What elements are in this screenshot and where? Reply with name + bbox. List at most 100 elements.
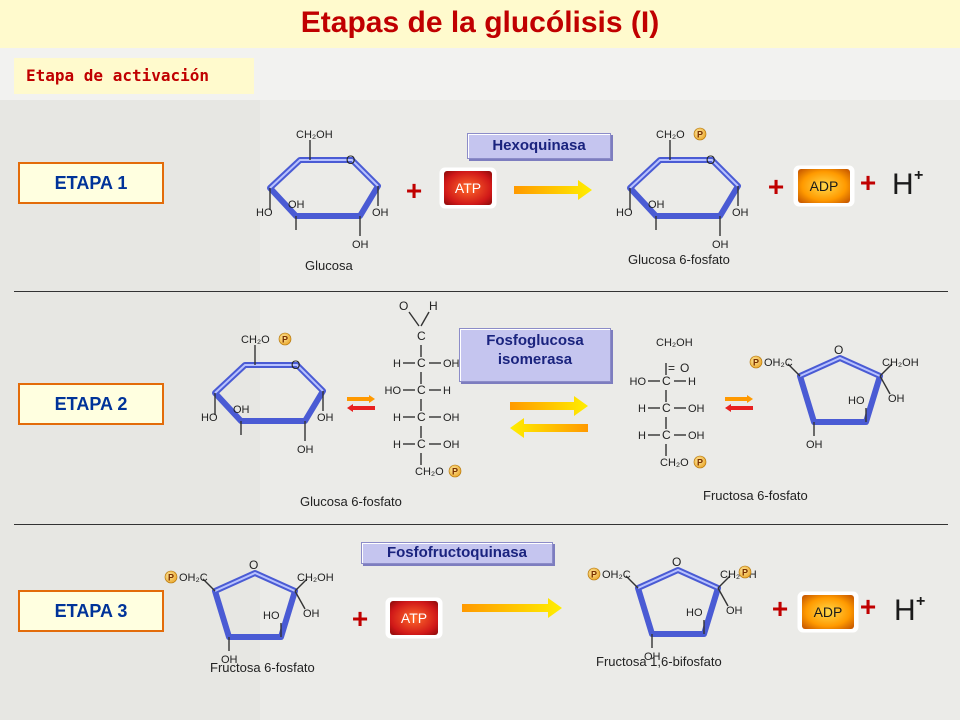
plus-atp-stage-3: + <box>352 603 368 634</box>
separator-1 <box>14 291 948 292</box>
carbon: C <box>417 329 426 343</box>
reaction-arrow-stage-3 <box>462 598 562 618</box>
glucose-6-phosphate-ring-ring-highlight <box>214 364 324 394</box>
hydroxyl-label: OH <box>233 404 250 416</box>
ring-oxygen: O <box>249 558 258 572</box>
proton-label: H <box>892 168 914 201</box>
atp-stage-3-icon <box>390 601 438 635</box>
carbon: C <box>417 356 426 370</box>
substrate-name: Fructosa 6-fosfato <box>210 660 315 675</box>
hydroxyl-label: OH <box>888 393 905 405</box>
stage-2-label: ETAPA 2 <box>18 383 164 425</box>
bond <box>787 363 801 377</box>
hydroxyl-label: OH <box>648 199 665 211</box>
bond <box>717 587 729 607</box>
adp-stage-3-label: ADP <box>814 604 843 620</box>
hydroxyl-label: OH <box>732 207 749 219</box>
substituent: HO <box>630 376 647 388</box>
bond <box>625 575 639 589</box>
page-title: Etapas de la glucólisis (I) <box>300 6 660 39</box>
aldehyde-oxygen: O <box>399 299 408 313</box>
separator-2 <box>14 524 948 525</box>
substrate-name: Glucosa <box>305 258 353 273</box>
ring-oxygen: O <box>834 343 843 357</box>
phosphate-label: P <box>282 335 288 345</box>
bond <box>202 578 216 592</box>
hydroxyl-label: HO <box>686 607 703 619</box>
page-subtitle: Etapa de activación <box>26 66 210 85</box>
substituent: H <box>638 403 646 415</box>
enzyme-name-line-2: isomerasa <box>497 351 573 368</box>
hydroxyl-label: OH <box>317 412 334 424</box>
plus-adp-stage-3: + <box>772 593 788 624</box>
hydroxyl-label: OH <box>726 605 743 617</box>
proton-charge: + <box>914 167 923 184</box>
atp-stage-1-icon <box>444 171 492 205</box>
phosphate-icon <box>693 127 707 141</box>
phosphate-icon <box>587 567 601 581</box>
hydroxyl-label: OH <box>712 239 729 251</box>
plus-proton-stage-1: + <box>860 167 876 198</box>
ch2oh-label: CH₂OH <box>882 357 919 369</box>
glucose-molecule-ring-highlight <box>269 159 379 189</box>
hydroxyl-label: OH <box>644 651 661 663</box>
substituent: H <box>393 439 401 451</box>
phosphate-icon <box>749 355 763 369</box>
equilibrium-right-bottom <box>731 406 753 410</box>
equilibrium-right-top-head <box>747 395 753 403</box>
stage-1-label: ETAPA 1 <box>18 162 164 204</box>
ch2oh-label: CH₂OH <box>720 569 757 581</box>
subtitle-box <box>14 58 254 94</box>
oh2c-label: OH₂C <box>179 572 208 584</box>
equilibrium-left-top <box>347 397 369 401</box>
carbon: C <box>662 428 671 442</box>
ch2oh-label: CH₂OH <box>296 129 333 141</box>
enzyme-hexoquinasa: Hexoquinasa <box>467 133 611 159</box>
fructose-1-6-bisphosphate-molecule-ring <box>635 567 721 637</box>
enzyme-name: Fosfofructoquinasa <box>386 544 527 561</box>
substituent: HO <box>385 385 402 397</box>
phosphate-label: P <box>168 573 174 583</box>
ring-oxygen: O <box>346 153 355 167</box>
reaction-arrow-forward <box>510 396 588 416</box>
equilibrium-left-top-head <box>369 395 375 403</box>
substituent: H <box>443 385 451 397</box>
ring-oxygen: O <box>291 358 300 372</box>
bond <box>294 590 306 610</box>
bond <box>294 578 308 592</box>
fructose-1-6-bisphosphate-molecule-ring-highlight <box>637 568 719 589</box>
phosphate-label: P <box>452 467 458 477</box>
hydroxyl-label: HO <box>256 207 273 219</box>
hydroxyl-label: OH <box>221 654 238 666</box>
carbon: C <box>417 410 426 424</box>
reaction-arrow-stage-1 <box>514 180 592 200</box>
substituent: OH <box>443 358 460 370</box>
hydroxyl-label: HO <box>263 610 280 622</box>
phosphate-icon <box>693 455 707 469</box>
fructose-6-phosphate-molecule-ring <box>212 570 298 640</box>
adp-stage-1-icon <box>798 169 850 203</box>
substituent: H <box>393 412 401 424</box>
substituent: H <box>638 430 646 442</box>
bond <box>420 311 430 327</box>
bond <box>879 375 891 395</box>
substituent: H <box>393 358 401 370</box>
aldehyde-hydrogen: H <box>429 299 438 313</box>
reaction-arrow-reverse <box>510 418 588 438</box>
adp-stage-3-icon <box>802 595 854 629</box>
phosphate-icon <box>278 332 292 346</box>
hydroxyl-label: HO <box>848 395 865 407</box>
carbon: C <box>417 383 426 397</box>
product-name: Fructosa 6-fosfato <box>703 488 808 503</box>
phosphate-icon <box>448 464 462 478</box>
phosphate-label: P <box>753 358 759 368</box>
adp-stage-1-label: ADP <box>810 178 839 194</box>
product-name: Fructosa 1,6-bifosfato <box>596 654 722 669</box>
ring-oxygen: O <box>706 153 715 167</box>
glucose-6-phosphate-molecule-ring-highlight <box>629 159 739 189</box>
fructose-6-phosphate-molecule-ring-highlight <box>214 571 296 592</box>
